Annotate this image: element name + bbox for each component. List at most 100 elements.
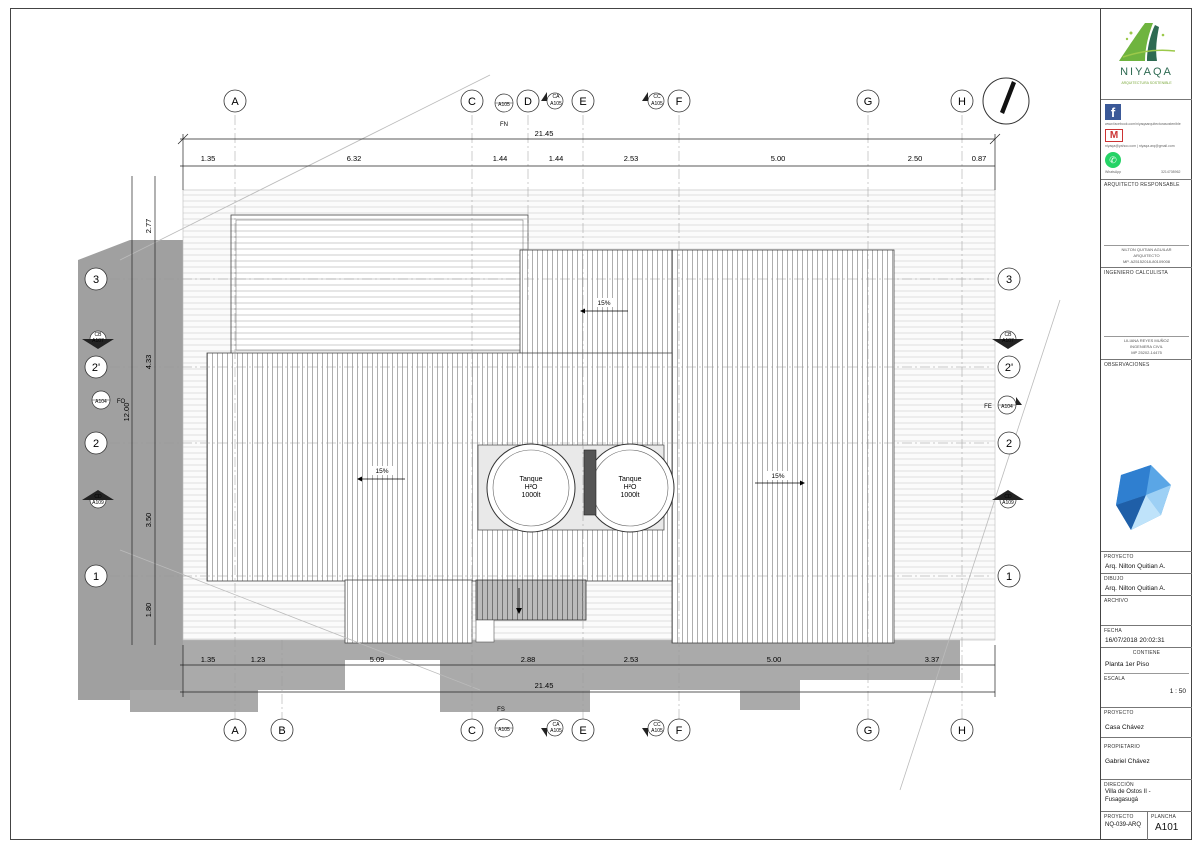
tank-1-label-1: Tanque [520, 476, 543, 483]
dim-top-total: 21.45 [535, 129, 554, 138]
grid-labels-left: 3 2' 2 1 [92, 274, 100, 583]
architect-title: ARQUITECTO [1133, 253, 1160, 258]
grid-bottom-0: A [231, 725, 239, 737]
project-name-block: PROYECTO Casa Chávez [1101, 708, 1192, 738]
tank-2-label-1: Tanque [619, 476, 642, 483]
file-block: ARCHIVO [1101, 596, 1192, 626]
grid-top-0: A [231, 96, 239, 108]
niyaqa-logo-icon [1119, 23, 1176, 61]
code-block: PROYECTO NQ-039-ARQ PLANCHA A101 [1101, 812, 1192, 840]
grid-labels-right: 3 2' 2 1 [1005, 274, 1013, 583]
grid-labels-top: A C D E F G H [231, 96, 966, 108]
project-name-label: PROYECTO [1104, 710, 1134, 716]
dim-top-0: 1.35 [201, 154, 216, 163]
water-tanks: Tanque H²O 1000lt Tanque H²O 1000lt [477, 443, 675, 533]
contents-label: CONTIENE [1132, 650, 1161, 656]
grid-right-3: 1 [1006, 571, 1012, 583]
section-bottom-ca: CA [553, 722, 561, 728]
section-right-cb: CB [1005, 332, 1013, 338]
facebook-link[interactable]: www.facebook.com/niyaqaarquitecturasoste… [1105, 122, 1181, 126]
grid-top-6: H [958, 96, 966, 108]
top-dimensions: 21.45 1.35 6.32 1.44 1.44 2.53 5.00 2.50… [201, 129, 987, 163]
drawing-author-value: Arq. Nilton Quitian A. [1105, 585, 1166, 592]
grid-left-2: 2 [93, 438, 99, 450]
date-label: FECHA [1104, 628, 1122, 634]
dim-bottom-6: 3.37 [925, 655, 940, 664]
dim-bottom-5: 5.00 [767, 655, 782, 664]
grid-right-2: 2 [1006, 438, 1012, 450]
engineer-mp: MP 25202-14475 [1131, 350, 1162, 355]
tank-2-label-3: 1000lt [620, 492, 639, 499]
date-block: FECHA 16/07/2018 20:02:31 [1101, 626, 1192, 648]
dim-left-3: 1.80 [144, 603, 153, 618]
top-dimension-lines [177, 133, 1001, 190]
stair [475, 579, 587, 621]
scale-label: ESCALA [1104, 676, 1125, 682]
grid-bottom-6: H [958, 725, 966, 737]
section-markers: A105 FN CA A105 CC A105 CB A107 A104 FO … [82, 92, 1024, 738]
section-top-a105: A105 [498, 102, 510, 108]
section-left-cb: CB [95, 332, 103, 338]
grid-left-3: 1 [93, 571, 99, 583]
whatsapp-icon: ✆ [1105, 152, 1121, 168]
dim-bottom-total: 21.45 [535, 681, 554, 690]
drawing-author-label: DIBUJO [1104, 576, 1124, 582]
grid-bottom-5: G [864, 725, 873, 737]
drawing-author-block: DIBUJO Arq. Nilton Quitian A. [1101, 574, 1192, 596]
dim-top-2: 1.44 [493, 154, 508, 163]
section-right-fe: FE [984, 404, 992, 410]
project-author-value: Arq. Nilton Quitian A. [1105, 563, 1166, 570]
grid-top-2: D [524, 96, 532, 108]
sheet-number: A101 [1155, 822, 1179, 833]
sheet-label: PLANCHA [1151, 814, 1177, 820]
dim-left-0: 2.77 [144, 219, 153, 234]
gmail-icon: M [1105, 129, 1123, 142]
tank-1-label-2: H²O [525, 484, 538, 491]
dim-bottom-1: 1.23 [251, 655, 266, 664]
address-label: DIRECCIÓN [1104, 782, 1134, 788]
dim-bottom-3: 2.88 [521, 655, 536, 664]
contents-block: CONTIENE Planta 1er Piso ESCALA 1 : 50 [1101, 648, 1192, 708]
section-bottom-ca-ref: A105 [550, 728, 562, 734]
drawing-sheet-border [10, 8, 1192, 840]
section-bottom-cc: CC [653, 722, 661, 728]
section-bottom-a105: A105 [498, 727, 510, 733]
dim-bottom-2: 5.09 [370, 655, 385, 664]
address-line-1: Villa de Ostos II - [1105, 789, 1151, 795]
grid-top-3: E [579, 96, 586, 108]
owner-label: PROPIETARIO [1104, 744, 1141, 750]
slope-indicators: 15% 15% 15% [357, 298, 805, 486]
grid-bottom-3: E [579, 725, 586, 737]
dim-top-3: 1.44 [549, 154, 564, 163]
project-name-value: Casa Chávez [1105, 724, 1145, 731]
email-link[interactable]: niyaqa@yahoo.com | niyaqa.arq@gmail.com [1105, 144, 1175, 148]
section-left-fo: FO [117, 399, 126, 405]
dim-bottom-0: 1.35 [201, 655, 216, 664]
slope-label-upper: 15% [597, 300, 610, 307]
section-left-cd-ref: A109 [92, 500, 104, 506]
section-top-cc-ref: A105 [651, 101, 663, 107]
section-bottom-fs: FS [497, 707, 505, 713]
grid-bubbles-bottom [223, 718, 974, 742]
dim-left-total: 12.00 [122, 403, 131, 422]
section-left-cd: CD [94, 494, 102, 500]
whatsapp-number: 3214708962 [1161, 170, 1181, 174]
grid-bottom-2: C [468, 725, 476, 737]
grid-bubbles-right [997, 267, 1021, 588]
architect-block: ARQUITECTO RESPONSABLE NILTON QUITIAN AG… [1101, 180, 1192, 268]
grid-labels-bottom: A B C E F G H [231, 725, 966, 737]
roof-plan-drawing: Tanque H²O 1000lt Tanque H²O 1000lt 15% … [78, 74, 1061, 791]
engineer-name: LILIANA REYES MUÑOZ [1123, 338, 1170, 343]
bottom-dimension-lines [180, 645, 996, 697]
section-left-fo-ref: A104 [95, 399, 107, 405]
bottom-dimensions: 1.35 1.23 5.09 2.88 2.53 5.00 3.37 21.45 [201, 655, 940, 690]
section-right-cd: CD [1004, 494, 1012, 500]
grid-right-0: 3 [1006, 274, 1012, 286]
date-value: 16/07/2018 20:02:31 [1105, 637, 1165, 644]
grid-bottom-4: F [676, 725, 683, 737]
section-right-cb-ref: A107 [1002, 338, 1014, 344]
dim-left-1: 4.33 [144, 355, 153, 370]
left-dimension-lines [131, 176, 156, 645]
roof-panel-right [671, 249, 895, 644]
brand-name: NIYAQA [1120, 66, 1173, 78]
